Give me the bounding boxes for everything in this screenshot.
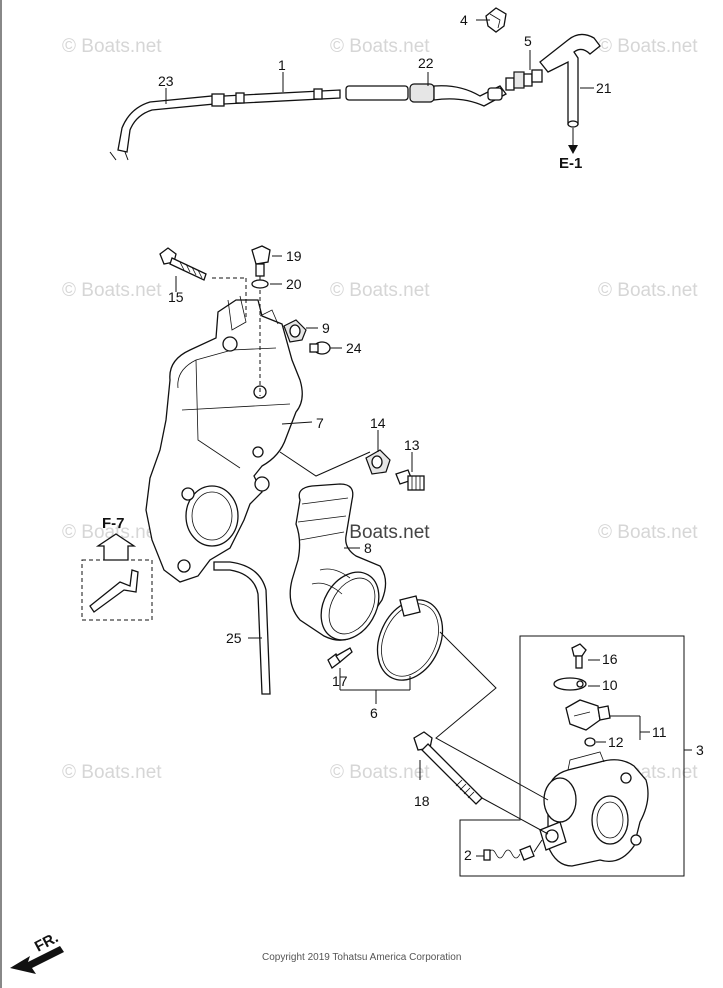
- watermark: © Boats.net: [598, 522, 698, 543]
- watermark: © Boats.net: [62, 36, 162, 57]
- intake-duct-8: [289, 483, 387, 641]
- leader-6-to-3: [435, 631, 549, 801]
- breather-hose-assembly: [109, 7, 601, 161]
- watermark: © Boats.net: [62, 280, 162, 301]
- callout-13: 13: [404, 437, 420, 453]
- screw-17: [327, 647, 353, 669]
- idle-screw-2: [483, 845, 535, 861]
- callout-17: 17: [332, 673, 348, 689]
- collar-24: [309, 341, 331, 355]
- watermarks: © Boats.net © Boats.net © Boats.net © Bo…: [62, 36, 698, 783]
- washer-20: [251, 279, 269, 289]
- bolt-15: [159, 247, 207, 281]
- seal-12: [584, 737, 596, 747]
- callout-22: 22: [418, 55, 434, 71]
- throttle-body-3: [539, 751, 649, 867]
- watermark: © Boats.net: [598, 36, 698, 57]
- reference-f7: F-7: [102, 515, 125, 532]
- grommet-9: [283, 319, 307, 343]
- callout-19: 19: [286, 248, 302, 264]
- callout-10: 10: [602, 677, 618, 693]
- callout-16: 16: [602, 651, 618, 667]
- callout-15: 15: [168, 289, 184, 305]
- callout-5: 5: [524, 33, 532, 49]
- screw-16: [571, 643, 587, 669]
- callout-23: 23: [158, 73, 174, 89]
- callout-12: 12: [608, 734, 624, 750]
- reference-e1: E-1: [559, 155, 582, 172]
- watermark: © Boats.net: [62, 522, 162, 543]
- bolt-18: [413, 731, 483, 805]
- callout-25: 25: [226, 630, 242, 646]
- callout-4: 4: [460, 12, 468, 28]
- watermark: © Boats.net: [598, 280, 698, 301]
- intake-silencer: [145, 295, 303, 583]
- sensor-13: [395, 469, 425, 491]
- plate-10: [553, 677, 587, 691]
- watermark: © Boats.net: [62, 762, 162, 783]
- callout-3: 3: [696, 742, 704, 758]
- copyright-text: Copyright 2019 Tohatsu America Corporati…: [262, 952, 461, 963]
- tube-25: [213, 561, 271, 695]
- callout-11: 11: [652, 724, 667, 740]
- callout-21: 21: [596, 80, 612, 96]
- grommet-14: [365, 449, 391, 475]
- callout-2: 2: [464, 847, 472, 863]
- callout-6: 6: [370, 705, 378, 721]
- front-direction-arrow: [10, 946, 64, 974]
- watermark: © Boats.net: [330, 280, 430, 301]
- assembly-box-3: [459, 635, 692, 877]
- sensor-11: [565, 699, 611, 731]
- leader-lines-top: [165, 19, 594, 104]
- callout-8: 8: [364, 540, 372, 556]
- reference-box-f7: [81, 533, 153, 621]
- callout-20: 20: [286, 276, 302, 292]
- callout-9: 9: [322, 320, 330, 336]
- watermark: © Boats.net: [330, 522, 430, 543]
- callout-18: 18: [414, 793, 430, 809]
- watermark: © Boats.net: [330, 762, 430, 783]
- bolt-19: [251, 245, 271, 396]
- callout-labels: 1 2 3 4 5 6 7 8 9 10 11 12 13 14 15 16 1…: [158, 12, 704, 863]
- watermark: © Boats.net: [330, 36, 430, 57]
- hose-clamp-6: [376, 595, 444, 681]
- callout-7: 7: [316, 415, 324, 431]
- callout-24: 24: [346, 340, 362, 356]
- callout-14: 14: [370, 415, 386, 431]
- callout-1: 1: [278, 57, 286, 73]
